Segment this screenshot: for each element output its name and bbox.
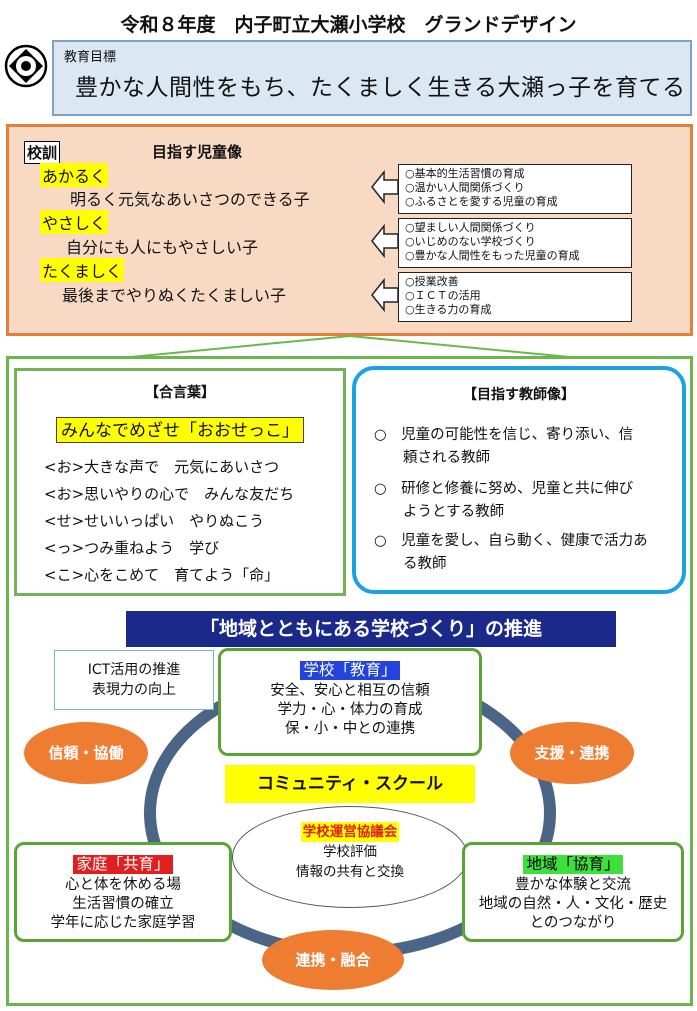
kotoba-line: <せ>せいいっぱい やりぬこう: [44, 512, 265, 530]
school-emblem-icon: [4, 44, 48, 88]
kotoba-slogan: みんなでめざせ「おおせっこ」: [56, 417, 304, 443]
motto-desc: 自分にも人にもやさしい子: [66, 238, 259, 257]
ideal-child-label: 目指す児童像: [152, 143, 243, 161]
action-item: ○基本的生活習慣の育成: [405, 167, 525, 180]
kotoba-box: [14, 368, 346, 596]
home-title: 家庭「共育」: [73, 855, 173, 874]
kotoba-line: <っ>つみ重ねよう 学び: [44, 539, 220, 557]
cooperation-fusion-ellipse: 連携・融合: [262, 930, 404, 990]
left-arrow-icon: [371, 224, 399, 258]
connector-triangle: [120, 334, 580, 359]
support-cooperation-ellipse: 支援・連携: [510, 722, 634, 784]
motto-word: あかるく: [40, 163, 109, 187]
kotoba-header: 【合言葉】: [145, 385, 215, 401]
school-education-title: 学校「教育」: [300, 661, 400, 680]
teacher-header: 【目指す教師像】: [463, 387, 575, 403]
teacher-item: ○ 児童を愛し、自ら動く、健康で活力あ る教師: [374, 533, 648, 572]
action-list-box: ○授業改善 ○ＩＣＴの活用 ○生きる力の育成: [398, 272, 632, 322]
action-item: ○授業改善: [405, 275, 459, 288]
left-arrow-icon: [371, 170, 399, 204]
action-item: ○ふるさとを愛する児童の育成: [405, 195, 558, 208]
education-goal-label: 教育目標: [64, 50, 117, 65]
community-school-label: コミュニティ・スクール: [225, 765, 475, 803]
action-item: ○生きる力の育成: [405, 303, 492, 316]
school-education-box: 学校「教育」 安全、安心と相互の信頼 学力・心・体力の育成 保・小・中との連携: [218, 648, 482, 756]
action-list-box: ○基本的生活習慣の育成 ○温かい人間関係づくり ○ふるさとを愛する児童の育成: [398, 164, 632, 214]
action-item: ○ＩＣＴの活用: [405, 289, 481, 302]
motto-desc: 最後までやりぬくたくましい子: [62, 286, 287, 305]
kotoba-line: <お>思いやりの心で みんな友だち: [44, 485, 295, 503]
education-goal-text: 豊かな人間性をもち、たくましく生きる大瀬っ子を育てる: [75, 75, 686, 101]
school-council-title: 学校運営協議会: [300, 822, 400, 842]
region-box: 地域「協育」 豊かな体験と交流 地域の自然・人・文化・歴史 とのつながり: [462, 842, 684, 942]
action-item: ○温かい人間関係づくり: [405, 181, 525, 194]
action-item: ○望ましい人間関係づくり: [405, 221, 536, 234]
action-item: ○いじめのない学校づくり: [405, 235, 536, 248]
action-item: ○豊かな人間性をもった児童の育成: [405, 249, 580, 262]
teacher-item: ○ 児童の可能性を信じ、寄り添い、信 頼される教師: [374, 427, 634, 466]
kotoba-line: <こ>心をこめて 育てよう「命」: [44, 566, 280, 584]
trust-collaboration-ellipse: 信頼・協働: [24, 722, 148, 784]
page-title: 令和８年度 内子町立大瀬小学校 グランドデザイン: [120, 14, 577, 36]
promotion-banner: 「地域とともにある学校づくり」の推進: [126, 611, 616, 647]
motto-desc: 明るく元気なあいさつのできる子: [70, 190, 310, 209]
action-list-box: ○望ましい人間関係づくり ○いじめのない学校づくり ○豊かな人間性をもった児童の…: [398, 218, 632, 268]
motto-word: やさしく: [40, 210, 109, 234]
school-motto-label: 校訓: [24, 141, 61, 164]
region-title: 地域「協育」: [523, 855, 623, 874]
home-box: 家庭「共育」 心と体を休める場 生活習慣の確立 学年に応じた家庭学習: [14, 842, 232, 942]
teacher-item: ○ 研修と修養に努め、児童と共に伸び ようとする教師: [374, 481, 634, 520]
school-council: 学校運営協議会 学校評価 情報の共有と交換: [232, 806, 468, 908]
left-arrow-icon: [371, 278, 399, 312]
teacher-box: [352, 366, 686, 594]
motto-word: たくましく: [40, 258, 125, 282]
education-goal-box: [52, 40, 692, 116]
ict-box: ICT活用の推進 表現力の向上: [54, 650, 214, 710]
kotoba-line: <お>大きな声で 元気にあいさつ: [44, 458, 280, 476]
